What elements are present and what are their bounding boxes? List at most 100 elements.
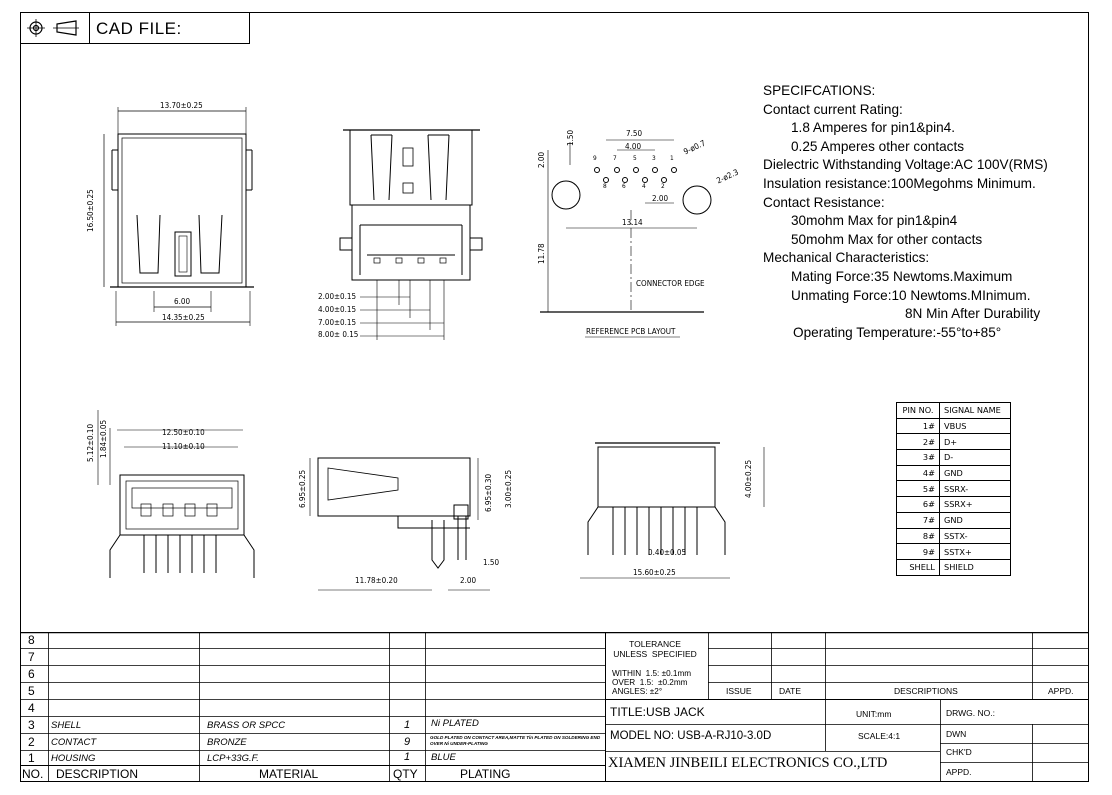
drawing-frame xyxy=(20,12,1089,782)
cad-file-label: CAD FILE: xyxy=(90,12,250,44)
pin-signal: SSRX+ xyxy=(939,496,1011,513)
item-desc: SHELL xyxy=(51,720,82,731)
dim-width-bottom: 14.35±0.25 xyxy=(162,313,205,322)
pcb-pin-number: 8 xyxy=(603,182,607,190)
pcb-dim-2: 4.00 xyxy=(625,142,642,151)
row-number: 4 xyxy=(28,701,35,715)
pin-signal: D- xyxy=(939,449,1011,466)
spec-line: 1.8 Amperes for pin1&pin4. xyxy=(791,120,955,136)
pin-signal: D+ xyxy=(939,433,1011,451)
pcb-dim-7: 11.78 xyxy=(537,243,546,264)
company-name: XIAMEN JINBEILI ELECTRONICS CO.,LTD xyxy=(608,755,888,771)
bottom-dim-2: 0.40±0.05 xyxy=(648,548,687,557)
pin-no: 5# xyxy=(896,480,940,498)
spec-line: 30mohm Max for pin1&pin4 xyxy=(791,213,958,229)
model-no: MODEL NO: USB-A-RJ10-3.0D xyxy=(610,730,772,742)
spec-line: 0.25 Amperes other contacts xyxy=(791,138,965,154)
dim-width-top: 13.70±0.25 xyxy=(160,101,203,110)
spec-line: Mating Force:35 Newtoms.Maximum xyxy=(791,268,1013,284)
spec-line: Unmating Force:10 Newtoms.MInimum. xyxy=(791,287,1031,303)
row-number: 6 xyxy=(28,667,35,681)
item-qty: 1 xyxy=(404,751,411,763)
connector-edge-label: CONNECTOR EDGE xyxy=(636,279,705,288)
table-row: 9#SSTX+ xyxy=(896,543,1011,560)
pcb-dim-6: 13.14 xyxy=(622,218,643,227)
pin-no: 7# xyxy=(896,511,940,529)
pcb-dim-1: 7.50 xyxy=(626,129,643,138)
dim-pitch-2: 4.00±0.15 xyxy=(318,305,357,314)
table-row: 2#D+ xyxy=(896,433,1011,451)
projection-symbol xyxy=(20,12,90,44)
item-material: LCP+33G.F. xyxy=(207,753,259,764)
item-plating: GOLD PLATED ON CONTACT AREA,MATTE Tin PL… xyxy=(430,735,601,746)
pin-signal: GND xyxy=(939,511,1011,529)
front-dim-4: 1.84±0.05 xyxy=(99,419,108,458)
spec-line: Mechanical Characteristics: xyxy=(763,250,930,266)
pcb-dim-3: 1.50 xyxy=(566,129,575,146)
front-view xyxy=(103,107,254,326)
row-number: 1 xyxy=(28,751,35,765)
unit-label: UNIT:mm xyxy=(856,709,892,719)
descriptions-label: DESCRIPTIONS xyxy=(894,686,958,696)
pin-signal: SHIELD xyxy=(939,558,1011,576)
drawing-title: TITLE:USB JACK xyxy=(610,705,705,719)
item-desc: CONTACT xyxy=(51,737,97,748)
table-row: 6#SSRX+ xyxy=(896,496,1011,513)
front-dim-2: 11.10±0.10 xyxy=(162,442,205,451)
tolerance-values: WITHIN 1.5: ±0.1mm OVER 1.5: ±0.2mm ANGL… xyxy=(612,669,692,696)
spec-line: 50mohm Max for other contacts xyxy=(791,231,983,247)
side-dim-2: 6.95±0.30 xyxy=(484,473,493,512)
pin-header-signal: SIGNAL NAME xyxy=(939,402,1011,419)
scale-label: SCALE:4:1 xyxy=(858,731,901,741)
spec-line: 8N Min After Durability xyxy=(905,306,1041,322)
drwg-no-label: DRWG. NO.: xyxy=(946,708,995,718)
table-row: 4#GND xyxy=(896,464,1011,482)
dim-inner: 6.00 xyxy=(174,297,191,306)
spec-line: Insulation resistance:100Megohms Minimum… xyxy=(763,175,1036,191)
side-dim-6: 2.00 xyxy=(460,576,477,585)
dim-pitch-3: 7.00±0.15 xyxy=(318,318,357,327)
pcb-pin-number: 9 xyxy=(593,154,597,162)
col-header-no: NO. xyxy=(22,767,44,781)
appd-label: APPD. xyxy=(1048,686,1074,696)
pcb-dim-5: 2.00 xyxy=(652,194,669,203)
side-view-top xyxy=(339,129,483,340)
front-dim-3: 5.12±0.10 xyxy=(86,423,95,462)
ref-pcb-label: REFERENCE PCB LAYOUT xyxy=(586,327,676,336)
side-view-bottom xyxy=(309,457,490,591)
side-dim-3: 3.00±0.25 xyxy=(504,469,513,508)
spec-line: Contact Resistance: xyxy=(763,194,885,210)
table-row: 1#VBUS xyxy=(896,417,1011,435)
table-row: 5#SSRX- xyxy=(896,480,1011,498)
pcb-dim-4: 2.00 xyxy=(537,151,546,168)
item-plating: BLUE xyxy=(431,752,456,763)
pcb-pin-number: 3 xyxy=(652,154,656,162)
row-number: 2 xyxy=(28,735,35,749)
pin-signal: SSTX- xyxy=(939,527,1011,545)
pin-table-header: PIN NO.SIGNAL NAME xyxy=(896,402,1011,419)
pin-no: 2# xyxy=(896,433,940,451)
issue-label: ISSUE xyxy=(726,686,752,696)
row-number: 8 xyxy=(28,633,35,647)
pin-table: PIN NO.SIGNAL NAME 1#VBUS 2#D+ 3#D- 4#GN… xyxy=(896,402,1011,576)
pin-no: 4# xyxy=(896,464,940,482)
item-qty: 9 xyxy=(404,736,411,748)
item-material: BRASS OR SPCC xyxy=(207,720,286,731)
pin-signal: SSRX- xyxy=(939,480,1011,498)
spec-line: Operating Temperature:-55°to+85° xyxy=(793,324,1002,340)
pcb-layout xyxy=(540,139,712,338)
col-header-desc: DESCRIPTION xyxy=(56,767,139,781)
item-material: BRONZE xyxy=(207,737,247,748)
front-view-bottom xyxy=(97,410,255,578)
spec-line: Contact current Rating: xyxy=(763,101,903,117)
item-plating: Ni PLATED xyxy=(431,718,479,729)
title-block: 8 7 6 5 4 3 2 1 SHELL BRASS OR SPCC 1 Ni… xyxy=(20,632,1089,782)
specifications: SPECIFCATIONS: Contact current Rating: 1… xyxy=(763,82,1048,342)
bottom-view xyxy=(580,442,765,579)
side-dim-5: 11.78±0.20 xyxy=(355,576,398,585)
date-label: DATE xyxy=(779,686,802,696)
dim-height: 16.50±0.25 xyxy=(86,189,95,232)
pin-no: 3# xyxy=(896,449,940,466)
pin-no: 9# xyxy=(896,543,940,560)
